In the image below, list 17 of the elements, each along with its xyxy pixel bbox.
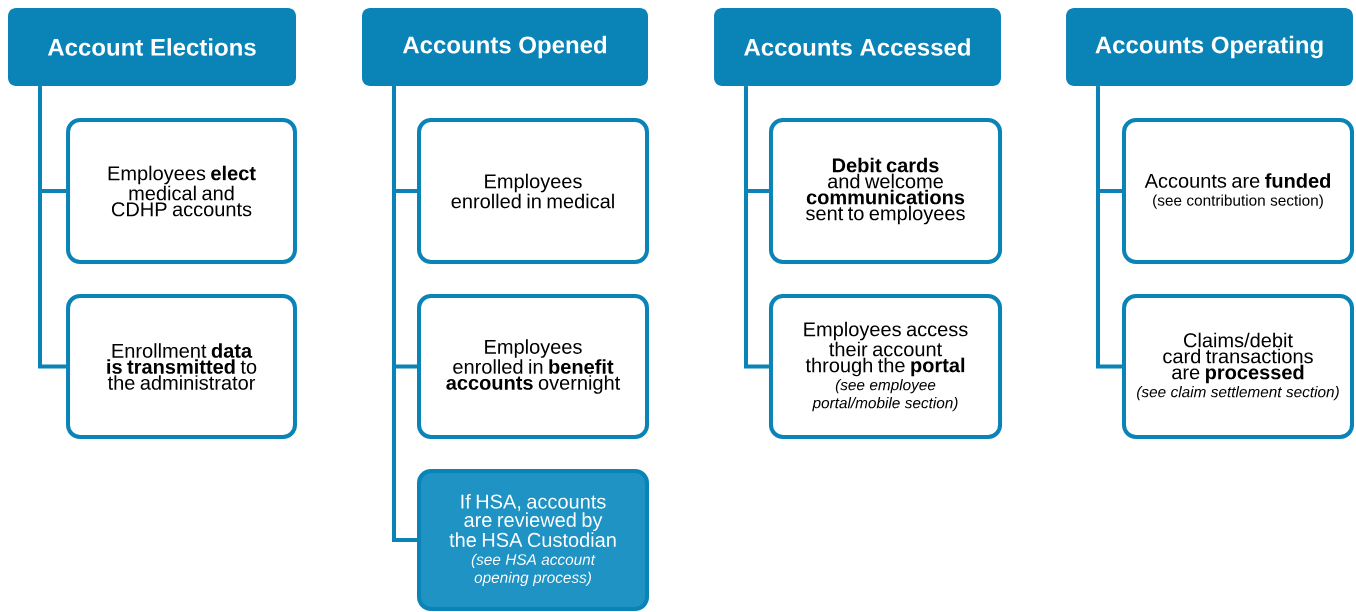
connector-line: [392, 86, 417, 542]
step-box: Employees enrolled in medical: [417, 118, 649, 264]
connector-line: [38, 86, 67, 369]
step-box: Employees access their account through the portal (see employee portal/mobile section): [768, 293, 1003, 440]
connector-line: [744, 86, 769, 369]
stage-header: Accounts Opened: [362, 8, 648, 86]
step-box: Accounts are funded (see contribution section): [1122, 118, 1354, 264]
step-box: If HSA, accounts are reviewed by the HSA Custodian (see HSA account opening process): [417, 469, 649, 611]
step-box: Claims/debit card transactions are processed (see claim settlement section): [1122, 293, 1354, 440]
step-box: Enrollment data is transmitted to the administrator: [66, 293, 297, 440]
step-box: Debit cards and welcome communications sent to employees: [768, 118, 1003, 264]
stage-header: Account Elections: [8, 8, 296, 86]
step-box: Employees elect medical and CDHP accounts: [66, 118, 297, 264]
stage-header: Accounts Accessed: [714, 8, 1001, 86]
connector-line: [1096, 86, 1122, 369]
step-box: Employees enrolled in benefit accounts overnight: [417, 293, 649, 440]
stage-header: Accounts Operating: [1066, 8, 1353, 86]
